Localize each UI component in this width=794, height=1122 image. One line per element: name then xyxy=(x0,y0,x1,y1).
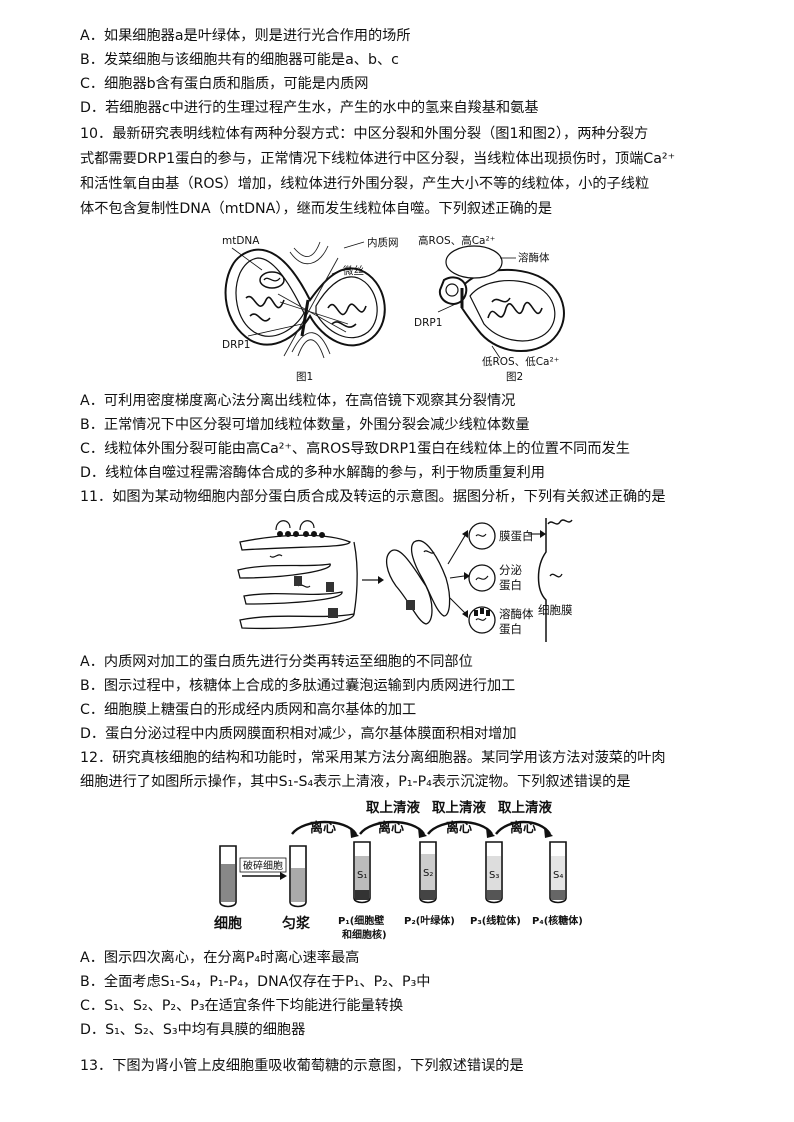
q12-p1-label-b: 和细胞核) xyxy=(341,928,387,941)
q11-secreted-label-1: 分泌 xyxy=(499,563,522,577)
q12-s1-label: S₁ xyxy=(357,870,367,881)
q12-figure: 取上清液 取上清液 取上清液 离心 离心 离心 离心 破碎细胞 S₁ S₂ S₃… xyxy=(214,799,583,941)
q10-stem-line-1: 10．最新研究表明线粒体有两种分裂方式：中区分裂和外围分裂（图1和图2），两种分… xyxy=(80,126,649,142)
q12-s2-label: S₂ xyxy=(423,868,433,879)
fig1-caption: 图1 xyxy=(296,371,313,383)
q12-option-b: B．全面考虑S₁-S₄，P₁-P₄，DNA仅存在于P₁、P₂、P₃中 xyxy=(80,974,431,990)
q11-option-d: D．蛋白分泌过程中内质网膜面积相对减少，高尔基体膜面积相对增加 xyxy=(80,726,517,742)
q11-cell-membrane-label: 细胞膜 xyxy=(538,603,573,617)
q11-stem: 11．如图为某动物细胞内部分蛋白质合成及转运的示意图。据图分析，下列有关叙述正确… xyxy=(80,489,666,505)
q9-option-a: A．如果细胞器a是叶绿体，则是进行光合作用的场所 xyxy=(80,28,411,44)
q10-option-b: B．正常情况下中区分裂可增加线粒体数量，外围分裂会减少线粒体数量 xyxy=(80,417,530,433)
q12-option-d: D．S₁、S₂、S₃中均有具膜的细胞器 xyxy=(80,1022,306,1038)
q12-take-label-1: 取上清液 xyxy=(366,799,420,816)
q12-s4-label: S₄ xyxy=(553,870,563,881)
fig1-drp1-label: DRP1 xyxy=(222,339,250,351)
q12-p1-label-a: P₁(细胞壁 xyxy=(338,914,384,927)
q10-stem-line-3: 和活性氧自由基（ROS）增加，线粒体进行外围分裂，产生大小不等的线粒体，小的子线… xyxy=(80,176,650,192)
q12-option-c: C．S₁、S₂、P₂、P₃在适宜条件下均能进行能量转换 xyxy=(80,998,404,1014)
q12-take-label-2: 取上清液 xyxy=(432,799,486,816)
q12-take-label-3: 取上清液 xyxy=(498,799,552,816)
fig2-drp1-label: DRP1 xyxy=(414,317,442,329)
q12-spin-label-2: 离心 xyxy=(378,820,404,836)
q12-spin-label-3: 离心 xyxy=(446,820,472,836)
q12-stem-line-2: 细胞进行了如图所示操作，其中S₁-S₄表示上清液，P₁-P₄表示沉淀物。下列叙述… xyxy=(80,774,631,790)
q12-option-a: A．图示四次离心，在分离P₄时离心速率最高 xyxy=(80,950,360,966)
fig2-caption: 图2 xyxy=(506,371,523,383)
q11-option-a: A．内质网对加工的蛋白质先进行分类再转运至细胞的不同部位 xyxy=(80,654,473,670)
fig1-er-label: 内质网 xyxy=(367,236,399,249)
q11-option-c: C．细胞膜上糖蛋白的形成经内质网和高尔基体的加工 xyxy=(80,702,417,718)
q10-figure-1: mtDNA 内质网 微丝 DRP1 图1 xyxy=(222,235,399,383)
q12-spin-label-1: 离心 xyxy=(310,820,336,836)
q12-homogenate-label: 匀浆 xyxy=(282,915,311,932)
q11-lyso-label-1: 溶酶体 xyxy=(499,607,534,621)
q12-p2-label: P₂(叶绿体) xyxy=(404,914,455,927)
q12-cell-label: 细胞 xyxy=(214,915,242,932)
fig1-mtdna-label: mtDNA xyxy=(222,235,260,247)
q12-s3-label: S₃ xyxy=(489,870,499,881)
q11-secreted-label-2: 蛋白 xyxy=(499,578,522,592)
q11-membrane-protein-label: 膜蛋白 xyxy=(499,529,534,543)
q10-stem-line-4: 体不包含复制性DNA（mtDNA），继而发生线粒体自噬。下列叙述正确的是 xyxy=(80,201,553,217)
q12-spin-label-4: 离心 xyxy=(510,820,536,836)
q11-option-b: B．图示过程中，核糖体上合成的多肽通过囊泡运输到内质网进行加工 xyxy=(80,678,516,694)
q12-p4-label: P₄(核糖体) xyxy=(532,914,583,927)
q10-stem-line-2: 式都需要DRP1蛋白的参与，正常情况下线粒体进行中区分裂，当线粒体出现损伤时，顶… xyxy=(80,151,676,167)
fig2-lyso-label: 溶酶体 xyxy=(518,251,550,264)
q11-lyso-label-2: 蛋白 xyxy=(499,622,522,636)
q13-stem: 13．下图为肾小管上皮细胞重吸收葡萄糖的示意图，下列叙述错误的是 xyxy=(80,1058,524,1074)
q10-option-d: D．线粒体自噬过程需溶酶体合成的多种水解酶的参与，利于物质重复利用 xyxy=(80,465,545,481)
q12-stem-line-1: 12．研究真核细胞的结构和功能时，常采用某方法分离细胞器。某同学用该方法对菠菜的… xyxy=(80,750,666,766)
fig1-microfil-label: 微丝 xyxy=(343,264,364,277)
q9-option-d: D．若细胞器c中进行的生理过程产生水，产生的水中的氢来自羧基和氨基 xyxy=(80,100,539,116)
fig2-top-label: 高ROS、高Ca²⁺ xyxy=(418,234,495,247)
q10-figure-2: 高ROS、高Ca²⁺ 溶酶体 DRP1 低ROS、低Ca²⁺ 图2 xyxy=(414,234,565,383)
q9-option-b: B．发菜细胞与该细胞共有的细胞器可能是a、b、c xyxy=(80,52,399,68)
fig2-bottom-label: 低ROS、低Ca²⁺ xyxy=(482,355,559,368)
q12-p3-label: P₃(线粒体) xyxy=(470,914,521,927)
q10-option-a: A．可利用密度梯度离心法分离出线粒体，在高倍镜下观察其分裂情况 xyxy=(80,393,516,409)
q9-option-c: C．细胞器b含有蛋白质和脂质，可能是内质网 xyxy=(80,76,369,92)
q11-figure: 膜蛋白 分泌 蛋白 溶酶体 蛋白 细胞膜 xyxy=(237,518,573,642)
q10-option-c: C．线粒体外围分裂可能由高Ca²⁺、高ROS导致DRP1蛋白在线粒体上的位置不同… xyxy=(80,441,630,457)
q12-crush-label: 破碎细胞 xyxy=(243,859,283,872)
